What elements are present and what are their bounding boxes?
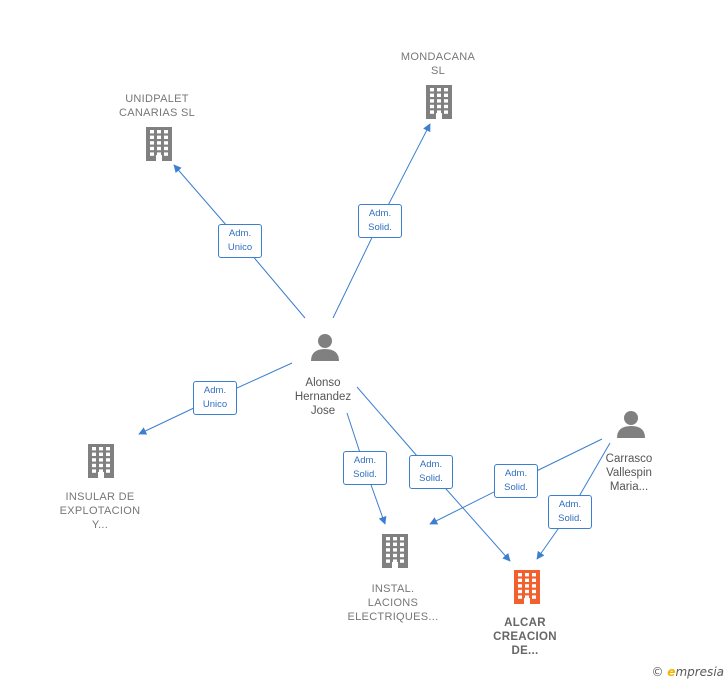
brand-watermark: © empresia [651, 665, 724, 679]
building-icon-alcar [514, 570, 540, 604]
copyright-symbol: © [651, 665, 664, 679]
node-label-mondacana[interactable]: MONDACANA SL [400, 51, 476, 77]
node-label-carrasco[interactable]: Carrasco Vallespin Maria... [605, 453, 653, 493]
node-label-insular[interactable]: INSULAR DE EXPLOTACION Y... [59, 491, 141, 531]
edge-label-alonso-insular: Adm. Unico [193, 381, 237, 415]
edges-layer [138, 123, 611, 562]
building-icon-unidpalet [146, 127, 172, 161]
edge-label-carrasco-instal: Adm. Solid. [494, 464, 538, 498]
node-label-alonso[interactable]: Alonso Hernandez Jose [294, 377, 352, 417]
person-icon-alonso [311, 334, 339, 361]
building-icon-instal [382, 534, 408, 568]
edge-label-alonso-unidpalet: Adm. Unico [218, 224, 262, 258]
person-icon-carrasco [617, 411, 645, 438]
edge-label-carrasco-alcar: Adm. Solid. [548, 495, 592, 529]
edge-label-alonso-alcar: Adm. Solid. [409, 455, 453, 489]
edge-label-alonso-instal: Adm. Solid. [343, 451, 387, 485]
icons-layer [88, 85, 645, 604]
building-icon-insular [88, 444, 114, 478]
brand-rest: mpresia [675, 665, 724, 679]
node-label-instal[interactable]: INSTAL. LACIONS ELECTRIQUES... [347, 583, 439, 623]
brand-e: e [667, 665, 676, 679]
edge-label-alonso-mondacana: Adm. Solid. [358, 204, 402, 238]
node-label-unidpalet[interactable]: UNIDPALET CANARIAS SL [118, 93, 196, 119]
node-label-alcar[interactable]: ALCAR CREACION DE... [493, 617, 557, 657]
building-icon-mondacana [426, 85, 452, 119]
